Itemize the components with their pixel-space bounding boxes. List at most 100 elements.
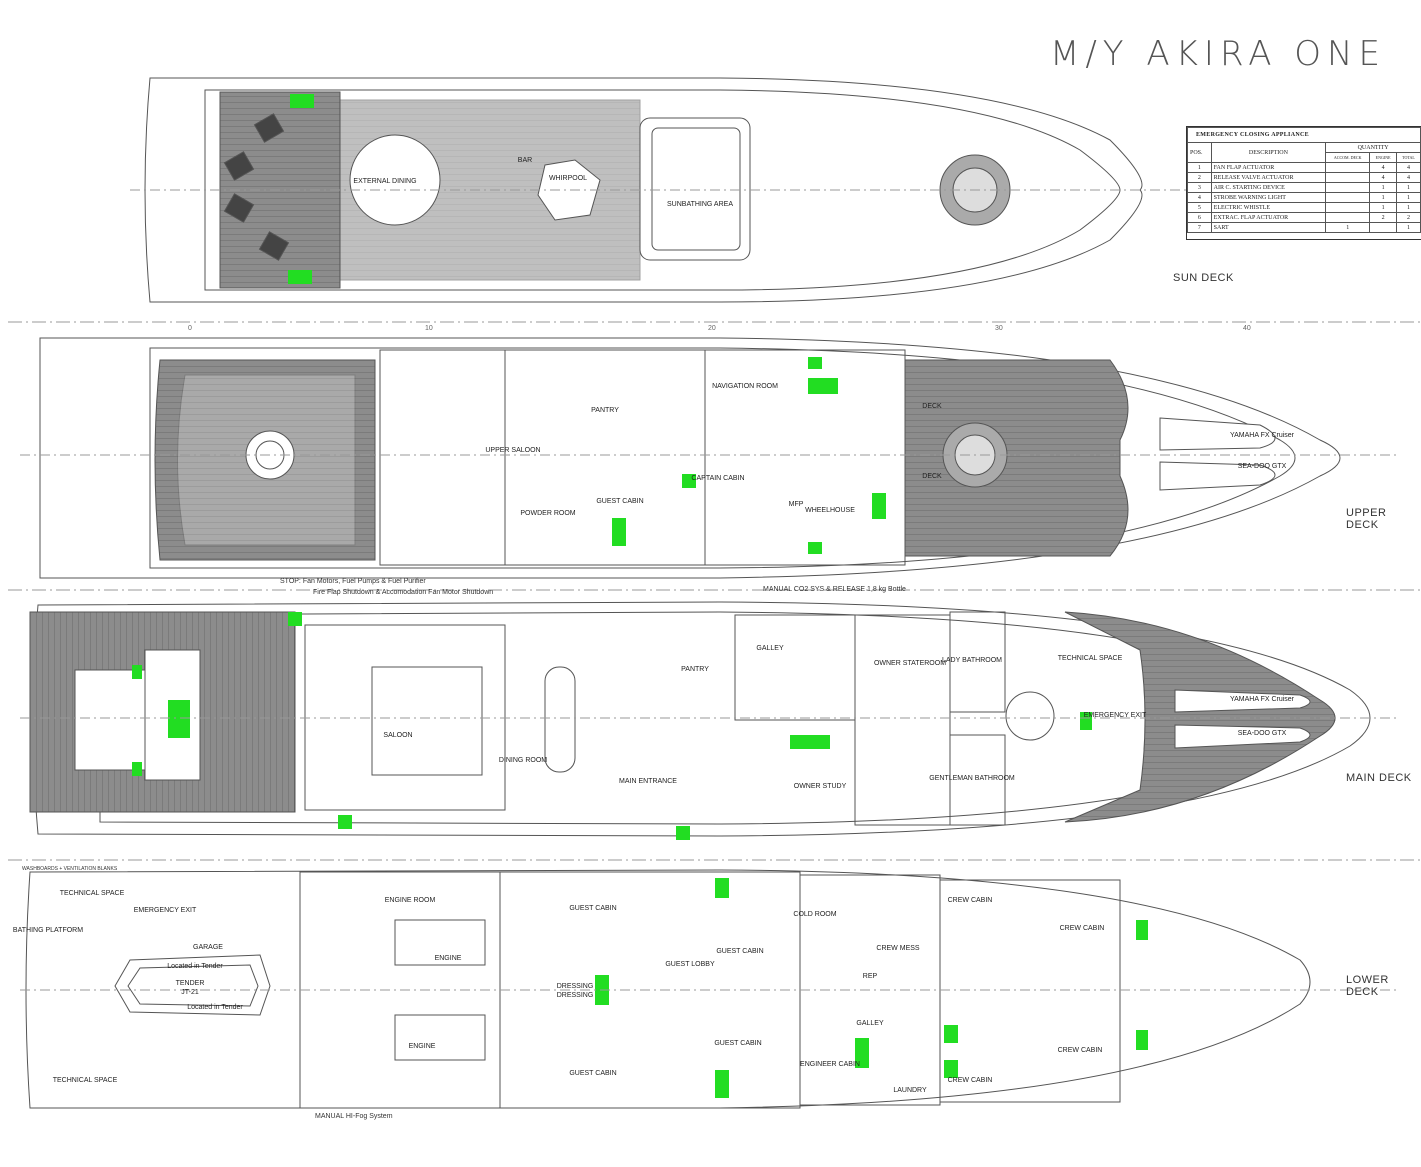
label-dressing-1: DRESSING <box>557 983 594 990</box>
vessel-title: M/Y AKIRA ONE <box>1050 34 1386 74</box>
label-main-technical: TECHNICAL SPACE <box>1058 655 1123 662</box>
label-seadoo-main: SEA-DOO GTX <box>1238 730 1287 737</box>
label-main-entrance: MAIN ENTRANCE <box>619 778 677 785</box>
frame-20: 20 <box>708 325 716 332</box>
label-tender: TENDER <box>176 980 205 987</box>
upper-deck-hull <box>39 337 1341 579</box>
room-labels: EXTERNAL DINING BAR WHIRPOOL SUNBATHING … <box>13 157 1295 1094</box>
main-deck-label: MAIN DECK <box>1346 772 1412 784</box>
label-yamaha-upper: YAMAHA FX Cruiser <box>1230 432 1295 439</box>
label-tender-note-1: Located in Tender <box>167 963 223 970</box>
label-lower-galley: GALLEY <box>856 1020 884 1027</box>
jetski-seadoo-main <box>1174 724 1311 749</box>
stop-note-line1: STOP: Fan Motors, Fuel Pumps & Fuel Puri… <box>280 578 426 585</box>
label-seadoo-upper: SEA-DOO GTX <box>1238 463 1287 470</box>
lower-deck <box>20 869 1400 1109</box>
table-caption: EMERGENCY CLOSING APPLIANCE <box>1187 127 1421 143</box>
label-dining-room: DINING ROOM <box>499 757 547 764</box>
label-navigation-room: NAVIGATION ROOM <box>712 383 778 390</box>
th-engine: ENGINE <box>1369 152 1398 163</box>
label-crew-cabin-4: CREW CABIN <box>948 1077 993 1084</box>
label-crew-cabin-1: CREW CABIN <box>948 897 993 904</box>
label-powder-room: POWDER ROOM <box>520 510 575 517</box>
th-total: TOTAL <box>1396 152 1421 163</box>
jetski-seadoo-upper <box>1159 461 1276 491</box>
external-dining-table <box>349 134 441 226</box>
label-whirpool: WHIRPOOL <box>549 175 587 182</box>
label-lower-technical-fore: TECHNICAL SPACE <box>53 1077 118 1084</box>
label-guest-cabin-4: GUEST CABIN <box>569 1070 616 1077</box>
upper-saloon-room <box>379 349 506 566</box>
label-upper-pantry: PANTRY <box>591 407 619 414</box>
label-rep: REP <box>863 973 878 980</box>
label-lower-emergency: EMERGENCY EXIT <box>134 907 197 914</box>
tender-jt21 <box>114 954 271 1016</box>
deck-separators <box>8 321 1421 861</box>
label-lower-technical-aft: TECHNICAL SPACE <box>60 890 125 897</box>
label-bathing-platform: BATHING PLATFORM <box>13 927 83 934</box>
label-saloon: SALOON <box>383 732 412 739</box>
label-owner-study: OWNER STUDY <box>794 783 847 790</box>
frame-10: 10 <box>425 325 433 332</box>
main-deck <box>20 601 1400 840</box>
th-pos: POS. <box>1187 142 1212 163</box>
label-tender-note-2: Located in Tender <box>187 1004 243 1011</box>
frame-30: 30 <box>995 325 1003 332</box>
frame-scale: 0 10 20 30 40 <box>188 325 1251 332</box>
th-quantity: QUANTITY <box>1325 142 1421 153</box>
gentleman-bathroom <box>949 734 1006 826</box>
label-yamaha-main: YAMAHA FX Cruiser <box>1230 696 1295 703</box>
label-crew-mess: CREW MESS <box>876 945 920 952</box>
label-engineer-cabin: ENGINEER CABIN <box>800 1061 860 1068</box>
label-cold-room: COLD ROOM <box>793 911 836 918</box>
galley <box>734 614 856 721</box>
sun-deck <box>130 77 1200 303</box>
stop-note-line2: Fire Flap Shutdown & Accomodation Fan Mo… <box>313 589 494 596</box>
jetski-yamaha-main <box>1174 689 1311 713</box>
whirpool <box>537 159 601 221</box>
label-mfp: MFP <box>789 501 804 508</box>
washboards-note: WASHBOARDS + VENTILATION BLANKS <box>22 866 118 872</box>
label-dressing-2: DRESSING <box>557 992 594 999</box>
label-bar: BAR <box>518 157 532 164</box>
label-wheelhouse: WHEELHOUSE <box>805 507 855 514</box>
hifog-note: MANUAL HI-Fog System <box>315 1113 393 1120</box>
label-guest-cabin-3: GUEST CABIN <box>714 1040 761 1047</box>
label-external-dining: EXTERNAL DINING <box>353 178 416 185</box>
label-crew-cabin-2: CREW CABIN <box>1060 925 1105 932</box>
jetski-yamaha-upper <box>1159 417 1276 451</box>
frame-0: 0 <box>188 325 192 332</box>
label-engine-2: ENGINE <box>409 1043 436 1050</box>
label-lady-bathroom: LADY BATHROOM <box>942 657 1002 664</box>
owner-stateroom <box>854 614 951 826</box>
upper-deck-label: UPPER DECK <box>1346 507 1387 531</box>
emergency-closing-table: EMERGENCY CLOSING APPLIANCE POS. DESCRIP… <box>1186 126 1421 240</box>
label-main-emergency: EMERGENCY EXIT <box>1084 712 1147 719</box>
label-sunbathing: SUNBATHING AREA <box>667 201 733 208</box>
dining-table <box>544 666 576 773</box>
sun-deck-label: SUN DECK <box>1173 272 1234 284</box>
label-engine-1: ENGINE <box>435 955 462 962</box>
label-captain-cabin: CAPTAIN CABIN <box>691 475 744 482</box>
sun-deck-hull <box>144 77 1143 303</box>
upper-deck <box>20 337 1400 579</box>
label-laundry: LAUNDRY <box>893 1087 927 1094</box>
lower-deck-hull <box>25 869 1311 1109</box>
label-gentleman-bathroom: GENTLEMAN BATHROOM <box>929 775 1015 782</box>
label-garage: GARAGE <box>193 944 223 951</box>
label-deck-1: DECK <box>922 403 942 410</box>
frame-40: 40 <box>1243 325 1251 332</box>
th-description: DESCRIPTION <box>1210 142 1327 163</box>
label-guest-lobby: GUEST LOBBY <box>665 961 715 968</box>
label-deck-2: DECK <box>922 473 942 480</box>
label-galley: GALLEY <box>756 645 784 652</box>
upper-fore-teak <box>904 359 1129 557</box>
label-guest-cabin-1: GUEST CABIN <box>569 905 616 912</box>
